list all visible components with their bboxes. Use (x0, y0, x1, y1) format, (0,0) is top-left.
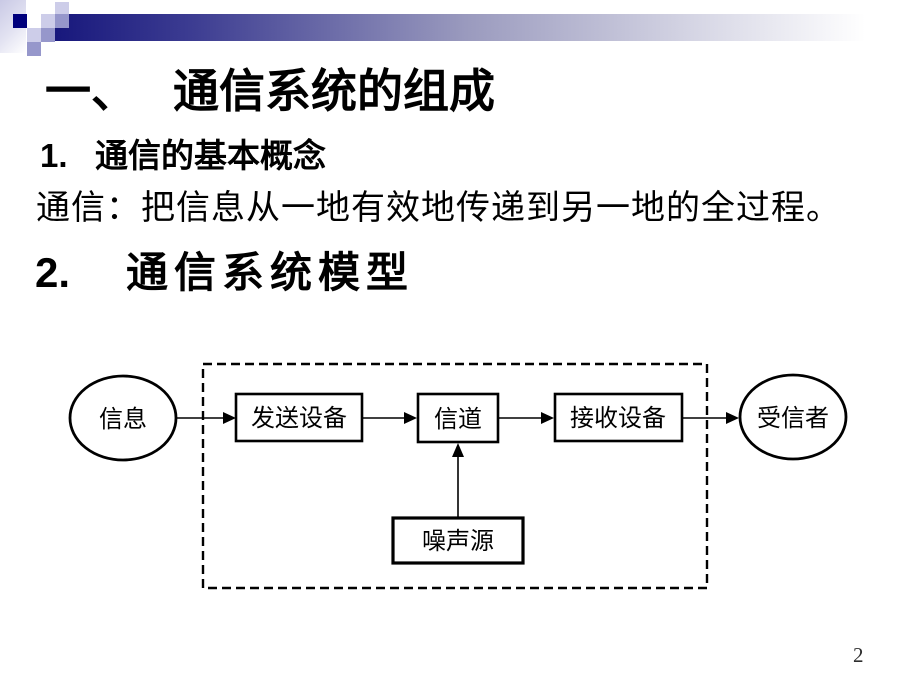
header-gradient-bar (41, 14, 891, 41)
source-node: 信息 (68, 374, 178, 462)
source-label: 信息 (99, 406, 147, 433)
item2-heading: 通信系统模型 (126, 249, 415, 296)
item1-number: 1. (40, 137, 68, 174)
deco-square-light-top (55, 2, 69, 16)
deco-square-light-mid (41, 14, 55, 28)
noise-source-node: 噪声源 (391, 516, 525, 565)
noise-source-label: 噪声源 (422, 528, 494, 555)
title-section-number: 一、 (45, 65, 137, 117)
item1-heading: 通信的基本概念 (95, 137, 326, 174)
deco-square-light-low (27, 28, 41, 42)
receiver-label: 接收设备 (570, 405, 666, 432)
arrow-receiver-to-destination (682, 412, 739, 424)
transmitter-node: 发送设备 (234, 392, 364, 443)
page-title: 通信系统的组成 (173, 65, 495, 117)
channel-node: 信道 (416, 392, 500, 444)
system-boundary-dashed-box (201, 362, 709, 590)
destination-label: 受信者 (757, 405, 829, 432)
arrow-channel-to-receiver (498, 412, 554, 424)
deco-square-medium-low (41, 28, 55, 42)
receiver-node: 接收设备 (553, 392, 684, 443)
page-number: 2 (853, 643, 864, 667)
deco-square-medium-bottom (27, 42, 41, 56)
deco-square-medium-mid (55, 14, 69, 28)
channel-label: 信道 (434, 406, 482, 433)
arrow-transmitter-to-channel (362, 412, 417, 424)
definition-text: 通信：把信息从一地有效地传递到另一地的全过程。 (36, 190, 841, 227)
deco-square-navy (13, 14, 27, 28)
transmitter-label: 发送设备 (251, 405, 347, 432)
arrow-noise-to-channel (452, 443, 464, 518)
item2-number: 2. (35, 249, 71, 296)
arrow-source-to-transmitter (176, 412, 236, 424)
destination-node: 受信者 (738, 373, 848, 461)
